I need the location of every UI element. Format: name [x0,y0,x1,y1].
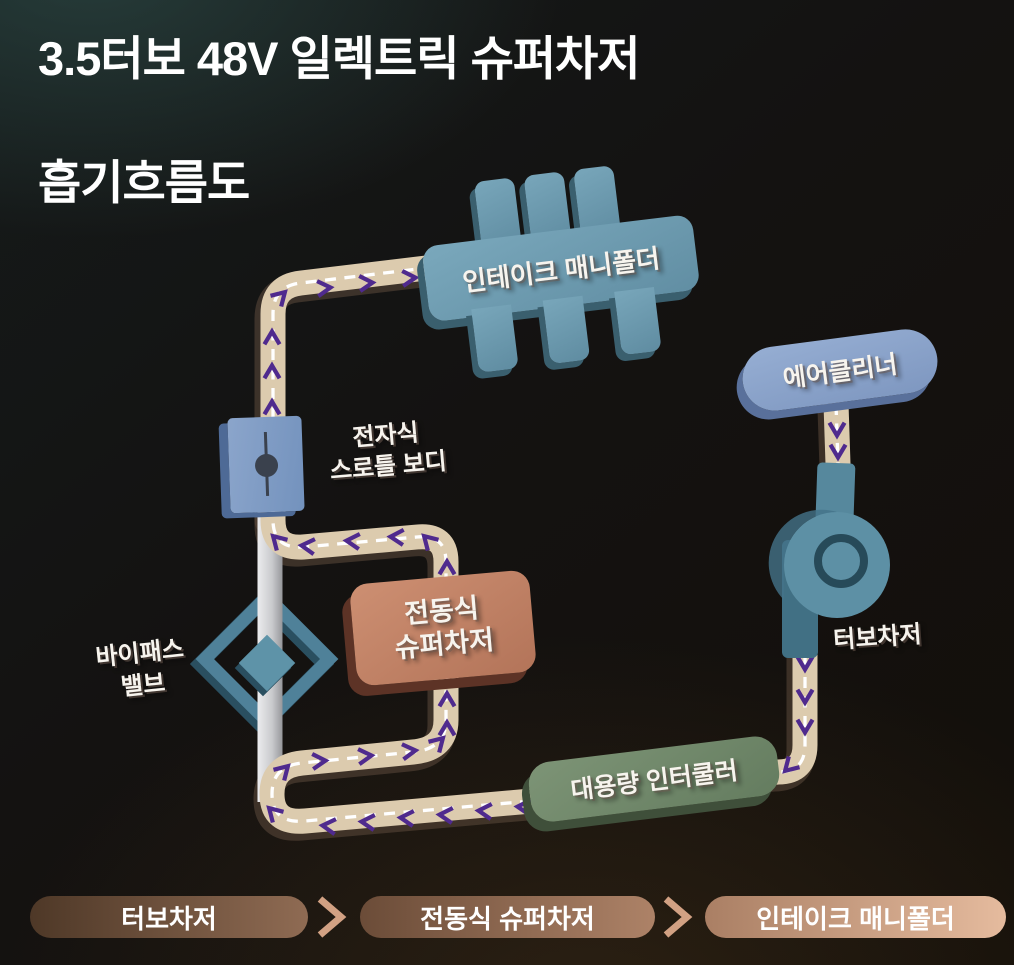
intake-manifold-label: 인테이크 매니폴더 [460,242,662,297]
intercooler-label: 대용량 인터쿨러 [569,756,740,806]
page-title-line2: 흡기흐름도 [38,156,250,210]
page-title: 3.5터보 48V 일렉트릭 슈퍼차저 흡기흐름도 [38,28,641,214]
throttle-valve-disc-icon [254,453,279,477]
air-cleaner-label: 에어클리너 [781,350,900,394]
stage-chevron-icon [317,896,347,938]
page-title-line1: 3.5터보 48V 일렉트릭 슈퍼차저 [38,32,641,85]
turbocharger-body [768,462,890,658]
throttle-body [227,415,305,514]
bypass-valve-center [234,634,296,697]
stage-pill-turbocharger: 터보차저 [30,896,308,938]
stage-pill-intake-manifold: 인테이크 매니폴더 [705,896,1006,938]
bypass-valve [189,587,339,737]
bypass-valve-label: 바이패스 밸브 [94,635,186,702]
throttle-body-label: 전자식 스로틀 보디 [328,419,448,486]
intake-manifold: 인테이크 매니폴더 [408,155,717,398]
electric-supercharger: 전동식 슈퍼차저 [348,569,538,687]
stage-chevron-icon [663,896,693,938]
stage-pill-supercharger: 전동식 슈퍼차저 [360,896,655,938]
